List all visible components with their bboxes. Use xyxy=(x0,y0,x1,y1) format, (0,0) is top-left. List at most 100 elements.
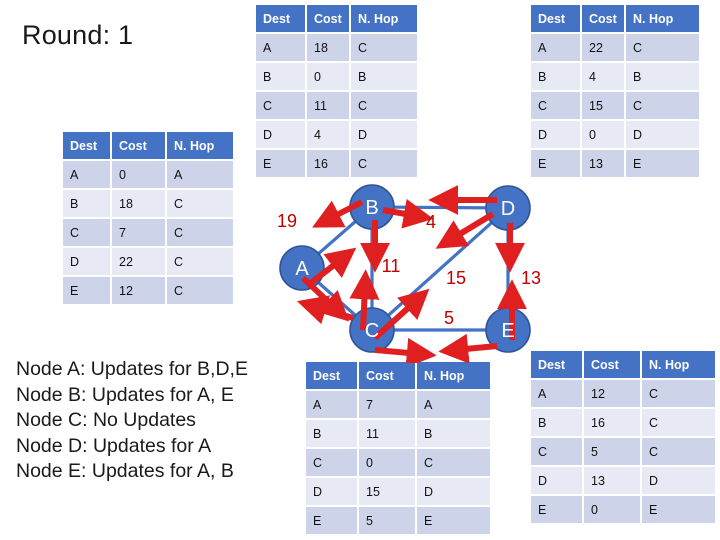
cell-nhop: C xyxy=(166,188,233,218)
cell-cost: 16 xyxy=(306,148,351,177)
cell-cost: 12 xyxy=(111,275,167,304)
arrow-c-to-a xyxy=(296,295,354,325)
arrow-c-to-d xyxy=(372,288,430,341)
cell-cost: 22 xyxy=(581,32,626,62)
cell-cost: 12 xyxy=(583,378,642,408)
cell-dest: D xyxy=(306,476,359,506)
cell-nhop: D xyxy=(625,119,699,149)
update-arrows xyxy=(296,185,527,363)
cell-cost: 18 xyxy=(111,188,167,218)
cell-cost: 5 xyxy=(358,505,417,534)
update-summary-item-c: Node C: No Updates xyxy=(16,409,196,431)
cell-cost: 16 xyxy=(583,407,642,437)
edge-weight-b-d: 4 xyxy=(426,212,436,232)
cell-dest: C xyxy=(531,90,582,120)
cell-nhop: C xyxy=(350,148,417,177)
cell-nhop: E xyxy=(625,148,699,177)
arrow-b-to-d xyxy=(382,198,434,229)
edge-weight-c-d: 15 xyxy=(446,268,466,288)
cell-dest: B xyxy=(531,407,584,437)
cell-nhop: C xyxy=(641,436,715,466)
cell-nhop: C xyxy=(350,90,417,120)
graph-node-label-b: B xyxy=(365,197,378,219)
cell-dest: B xyxy=(63,188,112,218)
table-header-row: Dest Cost N. Hop xyxy=(531,351,715,379)
cell-dest: D xyxy=(531,465,584,495)
graph-node-label-a: A xyxy=(295,258,309,280)
cell-dest: E xyxy=(531,148,582,177)
cell-cost: 0 xyxy=(306,61,351,91)
cell-cost: 15 xyxy=(358,476,417,506)
edge-weight-labels: 19 4 11 15 5 13 xyxy=(277,211,541,328)
update-summary-item-b: Node B: Updates for A, E xyxy=(16,383,234,406)
column-header-dest: Dest xyxy=(306,362,359,390)
column-header-dest: Dest xyxy=(256,5,307,33)
cell-cost: 0 xyxy=(583,494,642,523)
cell-dest: D xyxy=(256,119,307,149)
arrow-a-to-c xyxy=(300,275,350,322)
cell-dest: A xyxy=(63,159,112,189)
cell-nhop: C xyxy=(641,407,715,437)
cell-nhop: C xyxy=(641,378,715,408)
column-header-nhop: N. Hop xyxy=(166,132,233,160)
cell-dest: E xyxy=(306,505,359,534)
column-header-dest: Dest xyxy=(531,5,582,33)
arrow-d-to-c xyxy=(435,211,495,249)
update-summary-list: Node A: Updates for B,D,E Node B: Update… xyxy=(16,357,248,485)
cell-cost: 5 xyxy=(583,436,642,466)
column-header-dest: Dest xyxy=(531,351,584,379)
cell-dest: B xyxy=(256,61,307,91)
arrow-e-to-c xyxy=(438,333,498,363)
arrow-a-to-b xyxy=(305,247,357,289)
table-header-row: Dest Cost N. Hop xyxy=(531,5,699,33)
cell-nhop: C xyxy=(166,217,233,247)
cell-nhop: C xyxy=(625,32,699,62)
column-header-cost: Cost xyxy=(581,5,626,33)
table-header-row: Dest Cost N. Hop xyxy=(306,362,490,390)
cell-cost: 11 xyxy=(306,90,351,120)
edge-weight-b-c: 11 xyxy=(382,256,401,276)
cell-nhop: A xyxy=(416,389,490,419)
cell-dest: B xyxy=(306,418,359,448)
cell-nhop: D xyxy=(641,465,715,495)
edge-weight-a-b: 19 xyxy=(277,211,297,231)
arrow-c-to-b xyxy=(349,269,380,331)
cell-cost: 13 xyxy=(583,465,642,495)
cell-dest: A xyxy=(306,389,359,419)
edge-c-d xyxy=(370,206,510,332)
cell-cost: 18 xyxy=(306,32,351,62)
cell-nhop: E xyxy=(641,494,715,523)
cell-nhop: C xyxy=(416,447,490,477)
graph-node-label-e: E xyxy=(501,320,514,342)
cell-dest: A xyxy=(531,32,582,62)
cell-nhop: E xyxy=(416,505,490,534)
cell-dest: C xyxy=(306,447,359,477)
graph-node-label-d: D xyxy=(501,198,515,220)
column-header-nhop: N. Hop xyxy=(416,362,490,390)
round-title: Round: 1 xyxy=(22,20,134,50)
cell-cost: 7 xyxy=(358,389,417,419)
cell-dest: A xyxy=(531,378,584,408)
cell-nhop: C xyxy=(166,246,233,276)
